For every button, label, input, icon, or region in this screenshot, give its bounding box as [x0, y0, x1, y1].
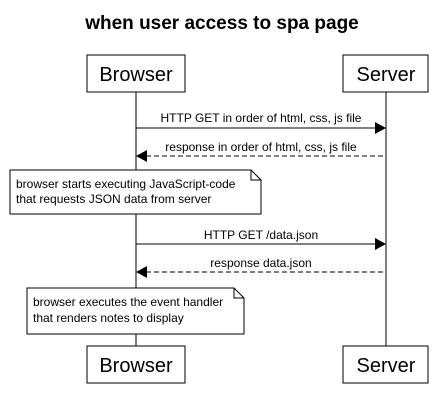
arrowhead-right-icon — [375, 122, 386, 134]
message-response-files: response in order of html, css, js file — [136, 140, 386, 162]
browser-participant-top-label: Browser — [99, 64, 173, 86]
note-event-handler-line-2: that renders notes to display — [33, 311, 184, 325]
server-participant-top: Server — [342, 54, 429, 93]
message-response-data: response data.json — [136, 256, 386, 278]
arrowhead-right-icon — [375, 238, 386, 250]
note-event-handler-line-1: browser executes the event handler — [33, 295, 223, 309]
server-participant-top-label: Server — [357, 64, 416, 86]
note-fold-icon — [233, 288, 244, 299]
note-fold-icon — [250, 170, 261, 181]
arrowhead-left-icon — [136, 266, 147, 278]
browser-participant-top: Browser — [86, 54, 186, 93]
note-js-execution-line-1: browser starts executing JavaScript-code — [16, 177, 236, 191]
message-http-get-files: HTTP GET in order of html, css, js file — [136, 111, 386, 134]
message-http-get-files-label: HTTP GET in order of html, css, js file — [161, 111, 362, 125]
note-js-execution: browser starts executing JavaScript-code… — [9, 169, 262, 215]
note-js-execution-line-2: that requests JSON data from server — [16, 192, 211, 206]
server-participant-bottom: Server — [342, 345, 429, 384]
message-http-get-data-label: HTTP GET /data.json — [204, 228, 318, 242]
message-response-files-label: response in order of html, css, js file — [165, 140, 357, 154]
browser-participant-bottom: Browser — [86, 345, 186, 384]
note-event-handler: browser executes the event handler that … — [26, 287, 245, 335]
browser-participant-bottom-label: Browser — [99, 355, 173, 377]
diagram-title: when user access to spa page — [84, 13, 359, 34]
arrowhead-left-icon — [136, 150, 147, 162]
server-participant-bottom-label: Server — [357, 355, 416, 377]
message-response-data-label: response data.json — [210, 256, 311, 270]
message-http-get-data: HTTP GET /data.json — [136, 228, 386, 250]
